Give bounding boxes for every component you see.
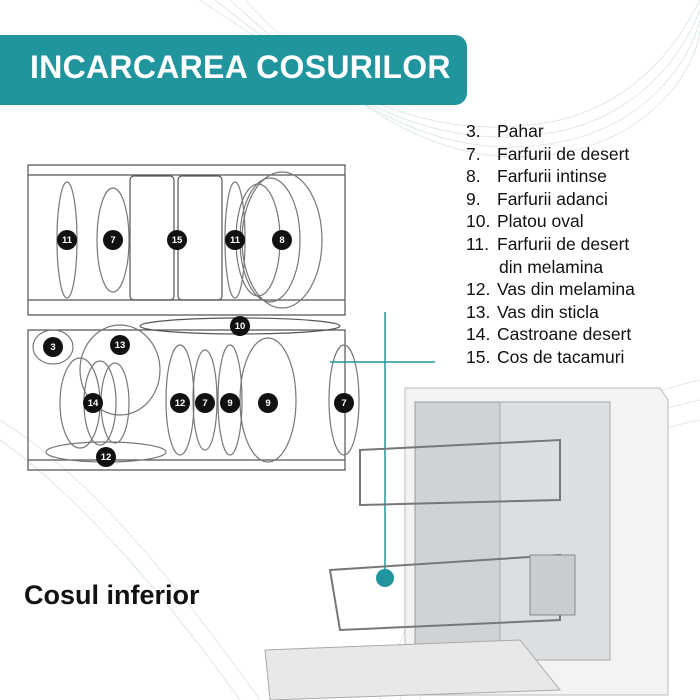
legend-item: 3. Pahar xyxy=(466,120,635,143)
marker-12: 12 xyxy=(96,447,116,467)
legend-label: Farfurii de desert xyxy=(497,143,630,164)
page-title: INCARCAREA COSURILOR xyxy=(30,49,451,85)
legend-item: 7. Farfurii de desert xyxy=(466,143,635,166)
legend-label: Farfurii de desert xyxy=(497,233,630,254)
marker-8: 8 xyxy=(272,230,292,250)
legend-label: Farfurii adanci xyxy=(497,188,608,209)
marker-15: 15 xyxy=(167,230,187,250)
legend-label: Vas din melamina xyxy=(497,279,635,300)
marker-12: 12 xyxy=(170,393,190,413)
marker-10: 10 xyxy=(230,316,250,336)
dishwasher-illustration xyxy=(264,387,669,700)
legend-item: 13. Vas din sticla xyxy=(466,301,635,324)
callout-lines xyxy=(330,312,435,578)
legend-label: Vas din sticla xyxy=(497,301,599,322)
legend-item-continuation: din melamina xyxy=(499,256,604,277)
legend-num: 7. xyxy=(466,143,481,164)
marker-11: 11 xyxy=(225,230,245,250)
legend-label: Platou oval xyxy=(497,211,584,232)
legend-num: 10. xyxy=(466,211,491,232)
legend-label: Pahar xyxy=(497,121,544,141)
legend-item: 9. Farfurii adanci xyxy=(466,188,635,211)
legend-num: 11. xyxy=(466,233,490,254)
legend-label: Castroane desert xyxy=(497,324,632,345)
legend-num: 15. xyxy=(466,346,491,367)
marker-7: 7 xyxy=(195,393,215,413)
legend-item: 12. Vas din melamina xyxy=(466,278,635,301)
legend-num: 8. xyxy=(466,166,481,187)
marker-9: 9 xyxy=(258,393,278,413)
marker-11: 11 xyxy=(57,230,77,250)
title-banner: INCARCAREA COSURILOR xyxy=(0,35,467,105)
legend-num: 14. xyxy=(466,324,491,345)
legend-item: 8. Farfurii intinse xyxy=(466,165,635,188)
marker-9: 9 xyxy=(220,393,240,413)
legend-num: 3. xyxy=(466,121,481,141)
marker-14: 14 xyxy=(83,393,103,413)
marker-7: 7 xyxy=(334,393,354,413)
legend-num: 9. xyxy=(466,188,481,209)
marker-7: 7 xyxy=(103,230,123,250)
legend-num: 13. xyxy=(466,301,491,322)
legend-num: 12. xyxy=(466,279,491,300)
legend-item: 11. Farfurii de desert xyxy=(466,233,635,256)
legend-item: 10. Platou oval xyxy=(466,210,635,233)
callout-dot xyxy=(376,569,394,587)
legend-item: 15. Cos de tacamuri xyxy=(466,346,635,369)
section-label: Cosul inferior xyxy=(24,580,200,610)
marker-13: 13 xyxy=(110,335,130,355)
legend-item: 14. Castroane desert xyxy=(466,323,635,346)
legend-label: Farfurii intinse xyxy=(497,166,607,187)
legend-list: 3. Pahar 7. Farfurii de desert 8. Farfurii … xyxy=(466,120,635,369)
marker-3: 3 xyxy=(43,337,63,357)
legend-label: Cos de tacamuri xyxy=(497,346,625,367)
